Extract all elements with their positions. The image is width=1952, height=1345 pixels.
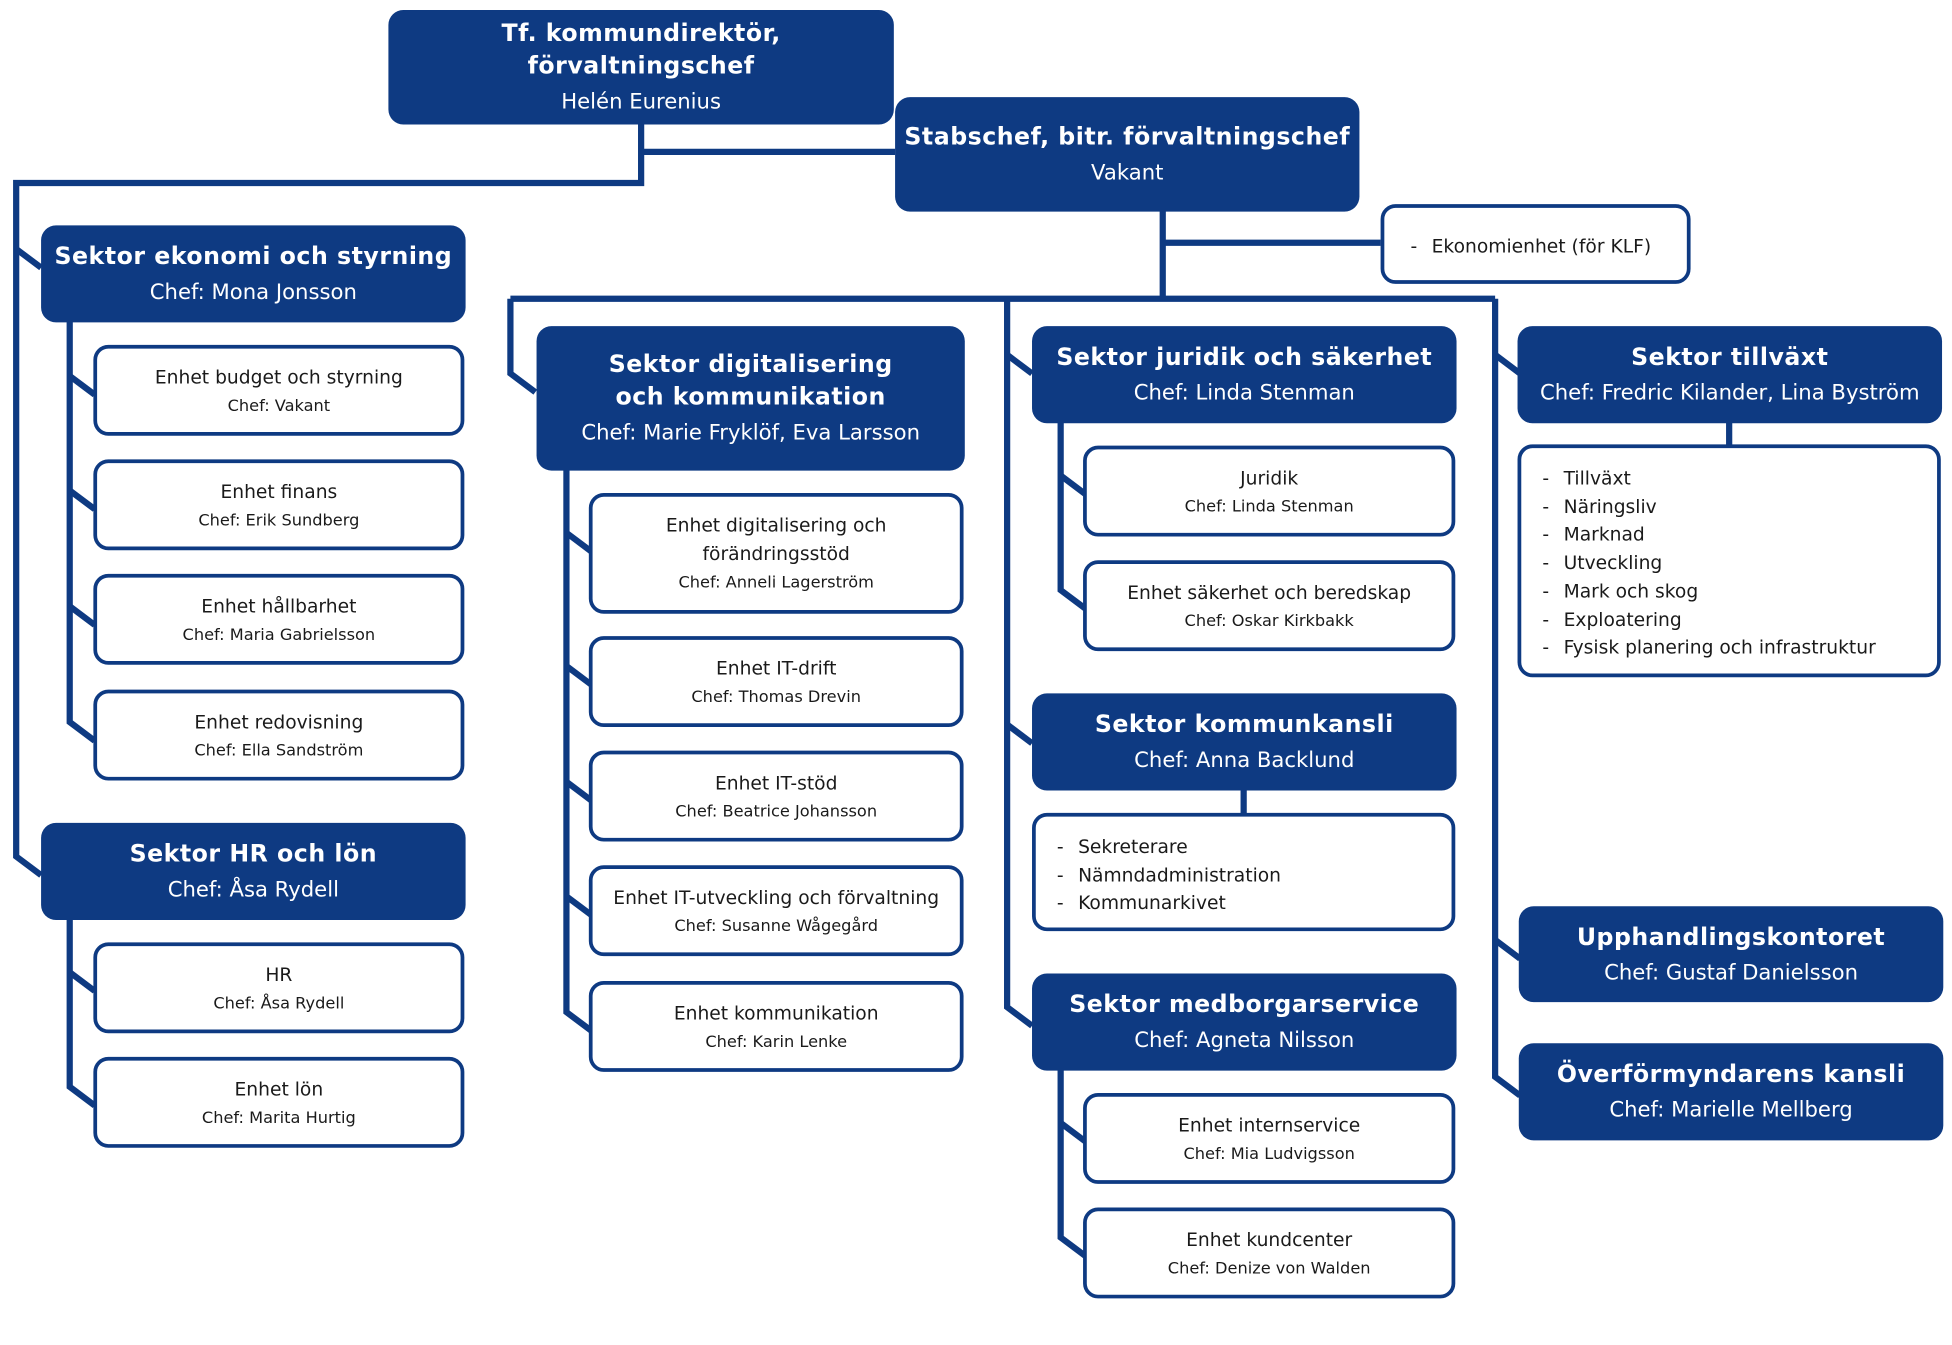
unit-name: Enhet finans <box>220 479 338 503</box>
sector-hr-box: Sektor HR och lön Chef: Åsa Rydell <box>41 822 466 920</box>
unit-hr-box: HR Chef: Åsa Rydell <box>93 942 465 1034</box>
sector-kommunkansli-box: Sektor kommunkansli Chef: Anna Backlund <box>1032 693 1457 791</box>
sector-chef: Chef: Anna Backlund <box>1134 748 1355 774</box>
list-item: Sekreterare <box>1057 833 1452 861</box>
kommunkansli-list-box: Sekreterare Nämndadministration Kommunar… <box>1032 812 1456 932</box>
unit-chef: Chef: Ella Sandström <box>194 741 364 761</box>
tillvaxt-list-box: Tillväxt Näringsliv Marknad Utveckling M… <box>1517 444 1941 678</box>
unit-name: Enhet kundcenter <box>1186 1228 1353 1251</box>
unit-name: Enhet säkerhet och beredskap <box>1127 580 1412 604</box>
sector-title: Sektor medborgarservice <box>1069 990 1420 1019</box>
unit-name-line1: Enhet digitalisering och <box>665 514 887 537</box>
sector-chef: Chef: Gustaf Danielsson <box>1604 960 1858 986</box>
unit-kundcenter-box: Enhet kundcenter Chef: Denize von Walden <box>1083 1207 1456 1299</box>
list-item: Nämndadministration <box>1057 861 1452 889</box>
staff-chief-name: Vakant <box>1091 160 1164 186</box>
unit-name-line2: förändringsstöd <box>702 542 850 566</box>
sector-title: Sektor tillväxt <box>1631 343 1829 371</box>
unit-it-utveckling-box: Enhet IT-utveckling och förvaltning Chef… <box>588 865 964 957</box>
sector-title: Sektor juridik och säkerhet <box>1056 343 1433 371</box>
sector-chef: Chef: Mona Jonsson <box>149 280 357 306</box>
sector-medborgar-box: Sektor medborgarservice Chef: Agneta Nil… <box>1032 973 1457 1071</box>
sector-title-line2: och kommunikation <box>615 383 886 411</box>
unit-name: Enhet kommunikation <box>673 1001 879 1024</box>
unit-name: Enhet IT-utveckling och förvaltning <box>613 885 940 909</box>
unit-chef: Chef: Denize von Walden <box>1167 1259 1371 1278</box>
unit-name: Enhet redovisning <box>194 710 364 733</box>
sector-chef: Chef: Fredric Kilander, Lina Byström <box>1539 380 1920 406</box>
unit-digitalisering-box: Enhet digitalisering och förändringsstöd… <box>588 492 964 614</box>
unit-chef: Chef: Mia Ludvigsson <box>1183 1144 1355 1164</box>
staff-chief-box: Stabschef, bitr. förvaltningschef Vakant <box>895 97 1360 212</box>
upphandling-box: Upphandlingskontoret Chef: Gustaf Daniel… <box>1518 906 1944 1003</box>
sector-title: Upphandlingskontoret <box>1576 923 1886 951</box>
unit-hallbarhet-box: Enhet hållbarhet Chef: Maria Gabrielsson <box>93 573 465 665</box>
unit-chef: Chef: Åsa Rydell <box>213 994 345 1013</box>
list-item: Tillväxt <box>1542 464 1937 492</box>
sector-title: Sektor HR och lön <box>129 840 378 868</box>
list-item: Marknad <box>1542 521 1937 549</box>
unit-name: Enhet hållbarhet <box>201 594 357 617</box>
unit-chef: Chef: Vakant <box>227 396 331 416</box>
list-item: Ekonomienhet (för KLF) <box>1410 233 1686 261</box>
unit-chef: Chef: Thomas Drevin <box>691 687 861 707</box>
sector-title: Sektor kommunkansli <box>1094 710 1394 739</box>
unit-chef: Chef: Karin Lenke <box>705 1032 848 1052</box>
overformyndare-box: Överförmyndarens kansli Chef: Marielle M… <box>1518 1043 1944 1141</box>
sector-title-line1: Sektor digitalisering <box>608 351 893 379</box>
unit-name: Enhet internservice <box>1178 1113 1361 1136</box>
unit-chef: Chef: Erik Sundberg <box>198 511 360 530</box>
unit-name: HR <box>265 962 293 986</box>
unit-name: Enhet budget och styrning <box>154 365 403 388</box>
unit-name: Enhet IT-stöd <box>714 771 838 794</box>
unit-chef: Chef: Marita Hurtig <box>201 1108 356 1128</box>
unit-internservice-box: Enhet internservice Chef: Mia Ludvigsson <box>1083 1093 1456 1184</box>
staff-chief-title: Stabschef, bitr. förvaltningschef <box>904 123 1351 151</box>
unit-juridik-box: Juridik Chef: Linda Stenman <box>1083 445 1456 537</box>
unit-chef: Chef: Susanne Wågegård <box>674 916 879 936</box>
unit-finans-box: Enhet finans Chef: Erik Sundberg <box>93 459 465 551</box>
unit-chef: Chef: Maria Gabrielsson <box>182 625 376 645</box>
sector-tillvaxt-box: Sektor tillväxt Chef: Fredric Kilander, … <box>1517 326 1943 424</box>
unit-budget-box: Enhet budget och styrning Chef: Vakant <box>93 344 465 436</box>
unit-name: Enhet IT-drift <box>715 656 837 680</box>
staff-unit-box: Ekonomienhet (för KLF) <box>1380 204 1691 284</box>
unit-it-drift-box: Enhet IT-drift Chef: Thomas Drevin <box>588 636 964 728</box>
list-item: Mark och skog <box>1542 577 1937 605</box>
list-item: Exploatering <box>1542 606 1937 634</box>
top-manager-box: Tf. kommundirektör, förvaltningschef Hel… <box>388 9 894 125</box>
sector-chef: Chef: Marie Fryklöf, Eva Larsson <box>581 420 921 446</box>
sector-title: Sektor ekonomi och styrning <box>54 242 453 271</box>
sector-title: Överförmyndarens kansli <box>1556 1060 1906 1089</box>
unit-chef: Chef: Oskar Kirkbakk <box>1184 611 1354 631</box>
list-item: Kommunarkivet <box>1057 889 1452 917</box>
sector-ekonomi-box: Sektor ekonomi och styrning Chef: Mona J… <box>41 225 466 323</box>
unit-chef: Chef: Anneli Lagerström <box>678 573 874 593</box>
unit-lon-box: Enhet lön Chef: Marita Hurtig <box>93 1056 465 1148</box>
unit-chef: Chef: Beatrice Johansson <box>675 802 878 822</box>
sector-chef: Chef: Marielle Mellberg <box>1609 1098 1853 1123</box>
sector-chef: Chef: Agneta Nilsson <box>1134 1028 1355 1054</box>
top-manager-name: Helén Eurenius <box>561 89 721 115</box>
unit-chef: Chef: Linda Stenman <box>1184 497 1354 517</box>
top-manager-title: Tf. kommundirektör, förvaltningschef <box>501 19 781 80</box>
sector-digital-box: Sektor digitalisering och kommunikation … <box>536 326 965 471</box>
unit-name: Juridik <box>1240 466 1299 489</box>
list-item: Näringsliv <box>1542 493 1937 521</box>
unit-kommunikation-box: Enhet kommunikation Chef: Karin Lenke <box>588 980 964 1072</box>
unit-sakerhet-box: Enhet säkerhet och beredskap Chef: Oskar… <box>1083 560 1456 652</box>
unit-redovisning-box: Enhet redovisning Chef: Ella Sandström <box>93 689 465 781</box>
list-item: Fysisk planering och infrastruktur <box>1542 634 1937 662</box>
sector-chef: Chef: Åsa Rydell <box>167 877 339 903</box>
sector-juridik-box: Sektor juridik och säkerhet Chef: Linda … <box>1032 326 1457 424</box>
unit-name: Enhet lön <box>234 1077 324 1100</box>
sector-chef: Chef: Linda Stenman <box>1133 380 1355 406</box>
unit-it-stod-box: Enhet IT-stöd Chef: Beatrice Johansson <box>588 750 964 842</box>
list-item: Utveckling <box>1542 549 1937 577</box>
